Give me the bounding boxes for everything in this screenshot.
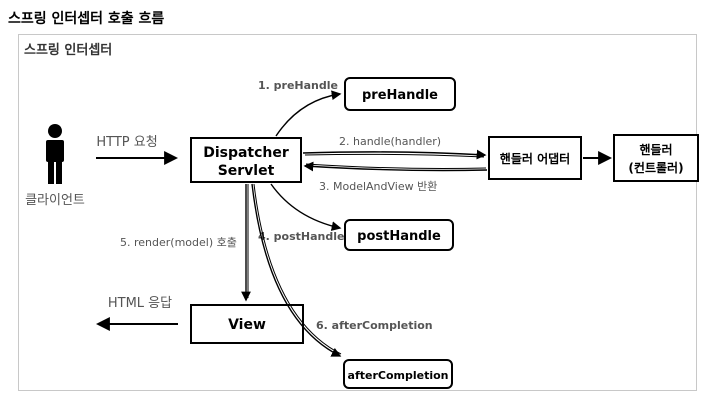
view-label: View [228,317,266,333]
step5-label: 5. render(model) 호출 [120,236,237,249]
handler-label-line1: 핸들러 [639,142,672,157]
client-label: 클라이언트 [25,193,85,208]
pre-handle-arrow [275,90,342,137]
request-label: HTTP 요청 [96,135,157,150]
page-title: 스프링 인터셉터 호출 흐름 [8,11,165,27]
step4-label: 4. postHandle [258,230,344,243]
post-handle-arrow [270,183,342,231]
step2-label: 2. handle(handler) [339,135,441,148]
after-completion-arrow [251,183,342,357]
interceptor-frame [18,34,697,391]
response-label: HTML 응답 [108,296,172,311]
model-and-view-arrow [303,161,488,172]
after-completion-label: afterCompletion [348,369,449,382]
dispatcher-servlet-node: Dispatcher Servlet [190,137,302,183]
user-icon [46,124,64,184]
frame-title: 스프링 인터셉터 [24,43,113,58]
post-handle-label: postHandle [357,229,441,244]
handler-adapter-node: 핸들러 어댑터 [488,136,582,180]
step1-label: 1. preHandle [258,79,338,92]
step6-label: 6. afterCompletion [316,319,433,332]
post-handle-node: postHandle [344,219,454,251]
pre-handle-label: preHandle [362,88,438,103]
handler-label-line2: (컨트롤러) [628,160,683,175]
pre-handle-node: preHandle [344,77,456,111]
view-node: View [190,304,304,344]
dispatcher-label-line1: Dispatcher [203,145,289,161]
step3-label: 3. ModelAndView 반환 [319,180,437,193]
handler-adapter-label: 핸들러 어댑터 [500,151,570,166]
dispatcher-label-line2: Servlet [218,163,275,179]
handle-arrow [302,149,487,160]
after-completion-node: afterCompletion [343,359,453,389]
handler-node: 핸들러 (컨트롤러) [613,134,699,182]
